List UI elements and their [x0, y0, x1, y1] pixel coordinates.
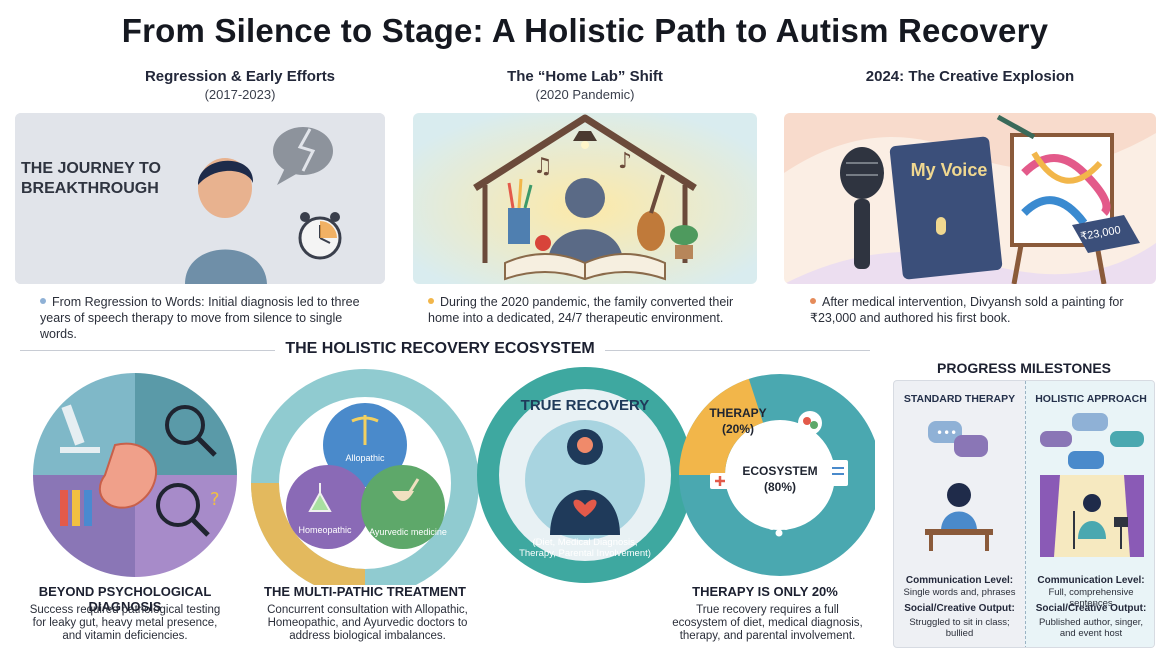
standard-therapy-heading: STANDARD THERAPY: [903, 393, 1016, 405]
ecosystem-label: ECOSYSTEM: [742, 464, 817, 478]
standard-output-value: Struggled to sit in class; bullied: [909, 617, 1010, 639]
therapy-heading: THERAPY IS ONLY 20%: [692, 584, 838, 599]
book-my-voice-icon: My Voice: [889, 136, 1003, 280]
svg-text:♫: ♫: [533, 154, 553, 179]
standard-output-label: Social/Creative Output:: [904, 603, 1015, 614]
ayurvedic-label: Ayurvedic medicine: [369, 527, 447, 537]
milestones-panel: STANDARD THERAPY ••• Communication Level…: [893, 380, 1155, 648]
panel-2-caption: During the 2020 pandemic, the family con…: [428, 295, 734, 325]
panel-2-subheading: (2020 Pandemic): [535, 87, 635, 102]
price-tag-icon: ₹23,000: [1072, 215, 1140, 253]
journey-label: THE JOURNEY TO BREAKTHROUGH: [21, 160, 161, 197]
art-supplies-icon: [507, 178, 551, 251]
holistic-approach-column: HOLISTIC APPROACH Communication Level: F…: [1025, 381, 1154, 647]
panel-3-caption: After medical intervention, Divyansh sol…: [810, 295, 1124, 325]
microphone-icon: [840, 147, 884, 269]
person-heart-icon: [550, 429, 620, 535]
standard-therapy-column: STANDARD THERAPY ••• Communication Level…: [894, 381, 1025, 647]
svg-text:♪: ♪: [618, 149, 632, 174]
multipathic-heading: THE MULTI-PATHIC TREATMENT: [264, 584, 466, 599]
multipathic-ring: [251, 369, 479, 585]
child-figure-icon: [185, 158, 267, 284]
panel-2-header: The “Home Lab” Shift (2020 Pandemic): [395, 68, 775, 102]
book-title: My Voice: [910, 160, 988, 180]
therapy-ecosystem-donut: [679, 374, 875, 576]
child-silhouette-icon: [548, 178, 623, 263]
paintbrush-icon: [996, 114, 1036, 140]
panel-3-header: 2024: The Creative Explosion: [780, 68, 1160, 85]
panel-1-caption: From Regression to Words: Initial diagno…: [40, 295, 360, 341]
panel-3-illustration: My Voice ₹23,000: [784, 113, 1156, 284]
broken-speech-bubble-icon: [273, 127, 333, 185]
panel-3-heading: 2024: The Creative Explosion: [865, 68, 1075, 85]
holistic-comm-value: Full, comprehensive sentences: [1048, 587, 1134, 609]
ecosystem-title: THE HOLISTIC RECOVERY ECOSYSTEM: [0, 340, 880, 358]
clipboard-icon: [828, 460, 848, 486]
allopathic-label: Allopathic: [345, 453, 385, 463]
true-recovery-subtitle: (Diet, Medical Diagnosis, Therapy, Paren…: [519, 537, 651, 559]
holistic-comm-label: Communication Level:: [1037, 575, 1145, 586]
milestones-title: PROGRESS MILESTONES: [937, 360, 1111, 376]
music-notes-icon: ♫ ♪: [533, 149, 632, 179]
bullet-dot: [810, 298, 816, 304]
holistic-output-value: Published author, singer, and event host: [1038, 617, 1144, 639]
price-tag-text: ₹23,000: [1080, 225, 1122, 244]
family-icon: [767, 520, 791, 537]
magnifying-glass-icon: [165, 405, 217, 457]
ecosystem-pct: (80%): [764, 480, 796, 494]
child-on-stage-icon: [1040, 475, 1144, 557]
alarm-clock-icon: [298, 212, 342, 260]
panel-1-header: Regression & Early Efforts (2017-2023): [50, 68, 430, 102]
microscope-icon: [60, 404, 100, 453]
first-aid-kit-icon: [710, 473, 730, 489]
plant-icon: [670, 225, 698, 259]
question-mark-icon: ?: [210, 489, 220, 510]
diagnosis-heading: BEYOND PSYCHOLOGICAL DIAGNOSIS: [38, 584, 212, 614]
small-speech-bubbles-icon: •••: [928, 421, 988, 457]
panel-2-heading: The “Home Lab” Shift: [507, 68, 663, 85]
multipathic-text: Concurrent consultation with Allopathic,…: [267, 604, 468, 642]
child-at-desk-icon: [925, 483, 993, 551]
stomach-icon: [98, 442, 158, 509]
lamp-icon: [573, 131, 597, 149]
panel-1-illustration: THE JOURNEY TO BREAKTHROUGH: [15, 113, 385, 284]
svg-text:•••: •••: [936, 426, 957, 440]
therapy-label: THERAPY: [709, 406, 766, 420]
mortar-pestle-icon: [392, 478, 420, 501]
ecosystem-diagram: ? Allopathic Homeopathic Ayurvedic medic…: [33, 367, 875, 585]
diagnosis-text: Success required pathological testing fo…: [29, 604, 221, 642]
therapy-text: True recovery requires a full ecosystem …: [672, 604, 863, 642]
holistic-approach-heading: HOLISTIC APPROACH: [1035, 393, 1147, 405]
standard-comm-value: Single words and, phrases: [903, 587, 1016, 598]
open-book-icon: [504, 253, 666, 281]
standard-comm-label: Communication Level:: [905, 575, 1014, 586]
bullet-dot: [40, 298, 46, 304]
magnifier-gut-icon: [156, 483, 210, 537]
many-speech-bubbles-icon: [1040, 413, 1144, 469]
salad-icon: [798, 411, 822, 435]
caduceus-icon: [351, 415, 379, 445]
guitar-icon: [637, 174, 665, 251]
panel-1-subheading: (2017-2023): [204, 87, 276, 102]
panel-2-illustration: ♫ ♪: [413, 113, 757, 284]
holistic-output-label: Social/Creative Output:: [1035, 603, 1147, 614]
true-recovery-title: TRUE RECOVERY: [521, 397, 650, 414]
page-title: From Silence to Stage: A Holistic Path t…: [121, 12, 1049, 49]
true-recovery-circle: [477, 367, 693, 583]
panel-1-heading: Regression & Early Efforts: [144, 68, 336, 85]
homeopathic-label: Homeopathic: [298, 525, 352, 535]
test-tubes-icon: [60, 490, 92, 526]
bullet-dot: [428, 298, 434, 304]
ayurvedic-circle: [361, 465, 445, 549]
flask-icon: [308, 483, 332, 512]
therapy-pct: (20%): [722, 422, 754, 436]
